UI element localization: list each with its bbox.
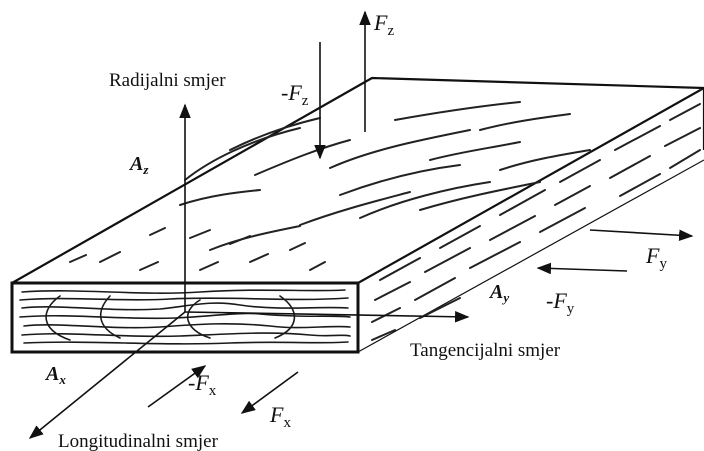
tangential-direction-label: Tangencijalni smjer [410,340,561,361]
force-z-neg-label: -Fz [281,80,309,109]
force-x-label: Fx [269,402,291,431]
board-top-face-edge [11,76,704,284]
force-x-neg-label: -Fx [188,370,217,399]
force-y-neg-arrow [536,262,628,275]
top-face-grain [69,101,591,271]
board-side-bottom-edge [357,159,704,353]
force-y-label: Fy [645,243,667,272]
end-grain-rings [19,289,351,345]
area-y-label: Ay [488,281,509,305]
force-x-neg-arrow [147,365,207,408]
area-x-label: Ax [44,363,66,387]
longitudinal-axis-arrow [28,311,186,439]
longitudinal-direction-label: Longitudinalni smjer [58,431,219,451]
wood-board [10,76,704,354]
force-y-arrow [589,229,694,241]
axes [28,103,470,439]
force-z-label: Fz [373,10,394,39]
radial-direction-label: Radijalni smjer [109,70,226,91]
labels: Radijalni smjer Tangencijalni smjer Long… [44,10,667,451]
force-y-neg-label: -Fy [546,288,575,317]
force-x-arrow [240,371,299,414]
area-z-label: Az [128,153,149,177]
tangential-axis-arrow [184,311,470,323]
forces [147,10,694,414]
